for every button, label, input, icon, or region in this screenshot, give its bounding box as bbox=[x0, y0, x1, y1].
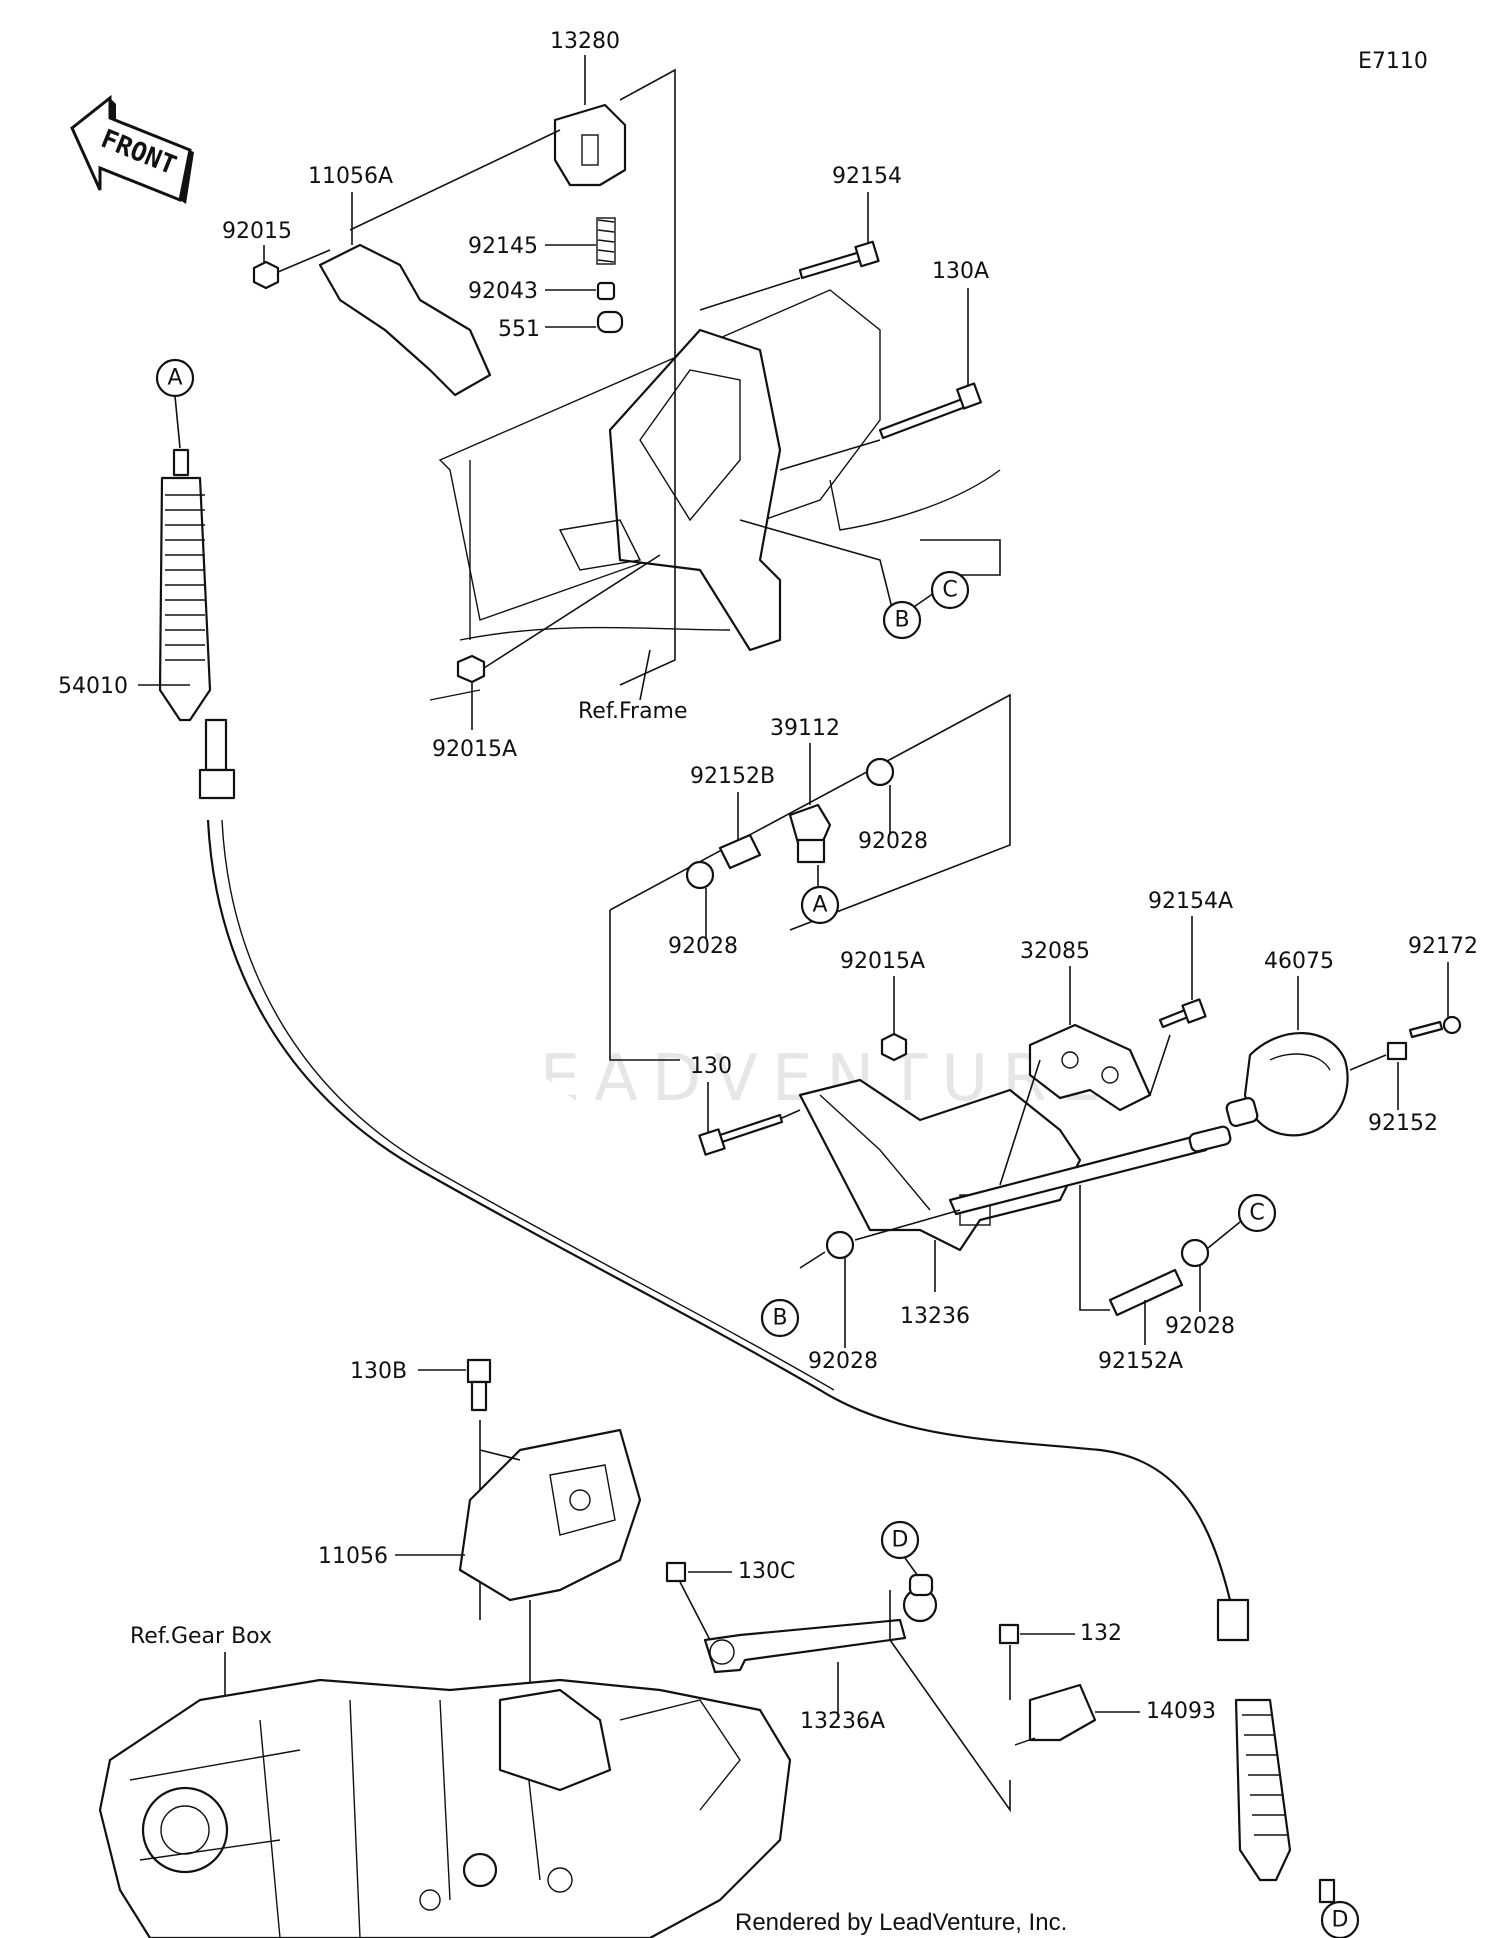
svg-text:A: A bbox=[812, 893, 827, 918]
label-92145: 92145 bbox=[468, 234, 538, 259]
part-13280 bbox=[553, 103, 627, 187]
ref-gearbox-label: Ref.Gear Box bbox=[130, 1624, 272, 1649]
callout-a-top: A bbox=[155, 358, 195, 398]
ref-frame-label: Ref.Frame bbox=[578, 699, 688, 724]
label-46075: 46075 bbox=[1264, 949, 1334, 974]
part-54010-cable bbox=[158, 448, 1336, 1904]
part-13236 bbox=[798, 1078, 1232, 1252]
part-92152 bbox=[1386, 1041, 1408, 1061]
label-92152: 92152 bbox=[1368, 1111, 1438, 1136]
part-92145 bbox=[596, 217, 616, 265]
part-32085 bbox=[1028, 1023, 1152, 1112]
part-130A bbox=[878, 382, 982, 440]
svg-text:B: B bbox=[772, 1306, 787, 1331]
gear-box bbox=[98, 1678, 792, 1938]
label-130A: 130A bbox=[932, 259, 989, 284]
svg-text:C: C bbox=[1249, 1201, 1264, 1226]
part-92028-a bbox=[865, 757, 895, 787]
label-13236: 13236 bbox=[900, 1304, 970, 1329]
label-92015: 92015 bbox=[222, 219, 292, 244]
callout-b-upper: B bbox=[882, 600, 922, 640]
label-130: 130 bbox=[690, 1054, 732, 1079]
part-14093 bbox=[1014, 1683, 1097, 1746]
callout-a-mid: A bbox=[800, 885, 840, 925]
part-46075 bbox=[1225, 1032, 1349, 1137]
label-14093: 14093 bbox=[1146, 1699, 1216, 1724]
label-92154A: 92154A bbox=[1148, 889, 1233, 914]
part-92015A-upper bbox=[456, 654, 486, 684]
label-130C: 130C bbox=[738, 1559, 795, 1584]
label-54010: 54010 bbox=[58, 674, 128, 699]
label-92152B: 92152B bbox=[690, 764, 775, 789]
label-92152A: 92152A bbox=[1098, 1349, 1183, 1374]
label-11056: 11056 bbox=[318, 1544, 388, 1569]
callout-c-upper: C bbox=[930, 570, 970, 610]
label-92043: 92043 bbox=[468, 279, 538, 304]
part-92154 bbox=[798, 240, 880, 280]
part-11056 bbox=[458, 1428, 642, 1602]
label-92028-b: 92028 bbox=[668, 934, 738, 959]
part-92028-c bbox=[1180, 1238, 1210, 1268]
part-39112 bbox=[788, 803, 832, 864]
ref-frame-leader bbox=[639, 649, 651, 701]
label-551: 551 bbox=[498, 317, 540, 342]
diagram-code: E7110 bbox=[1358, 49, 1428, 74]
part-13236A bbox=[703, 1573, 938, 1674]
label-92028-a: 92028 bbox=[858, 829, 928, 854]
label-13236A: 13236A bbox=[800, 1709, 885, 1734]
label-92028-c: 92028 bbox=[1165, 1314, 1235, 1339]
part-92152A bbox=[1108, 1268, 1184, 1317]
callout-d-top: D bbox=[880, 1520, 920, 1560]
callout-c-lower: C bbox=[1237, 1193, 1277, 1233]
part-92154A bbox=[1158, 998, 1207, 1029]
svg-text:B: B bbox=[894, 608, 909, 633]
part-130B bbox=[466, 1358, 492, 1412]
part-92028-b bbox=[685, 860, 715, 890]
part-130C bbox=[665, 1561, 687, 1583]
label-92154: 92154 bbox=[832, 164, 902, 189]
label-92028-d: 92028 bbox=[808, 1349, 878, 1374]
callout-d-bottom: D bbox=[1320, 1900, 1360, 1938]
callout-b-lower: B bbox=[760, 1298, 800, 1338]
part-11056A bbox=[318, 243, 492, 397]
label-92015A-upper: 92015A bbox=[432, 737, 517, 762]
part-92152B bbox=[718, 833, 762, 870]
label-92172: 92172 bbox=[1408, 934, 1478, 959]
part-92028-d bbox=[825, 1230, 855, 1260]
part-92172 bbox=[1408, 1015, 1462, 1039]
label-11056A: 11056A bbox=[308, 164, 393, 189]
front-arrow-icon: FRONT bbox=[70, 94, 194, 204]
part-92015A-mid bbox=[880, 1032, 908, 1062]
svg-text:A: A bbox=[167, 366, 182, 391]
frame-bracket bbox=[429, 289, 1001, 701]
label-39112: 39112 bbox=[770, 716, 840, 741]
label-13280: 13280 bbox=[550, 29, 620, 54]
part-551 bbox=[596, 310, 624, 334]
label-32085: 32085 bbox=[1020, 939, 1090, 964]
label-130B: 130B bbox=[350, 1359, 407, 1384]
part-92015 bbox=[252, 260, 280, 290]
footer-credit: Rendered by LeadVenture, Inc. bbox=[735, 1909, 1067, 1936]
label-132: 132 bbox=[1080, 1621, 1122, 1646]
part-130 bbox=[698, 1113, 784, 1156]
part-92043 bbox=[596, 281, 616, 301]
svg-text:D: D bbox=[1332, 1908, 1349, 1933]
svg-text:D: D bbox=[892, 1528, 909, 1553]
label-92015A-mid: 92015A bbox=[840, 949, 925, 974]
part-132 bbox=[998, 1623, 1020, 1645]
svg-text:C: C bbox=[942, 578, 957, 603]
